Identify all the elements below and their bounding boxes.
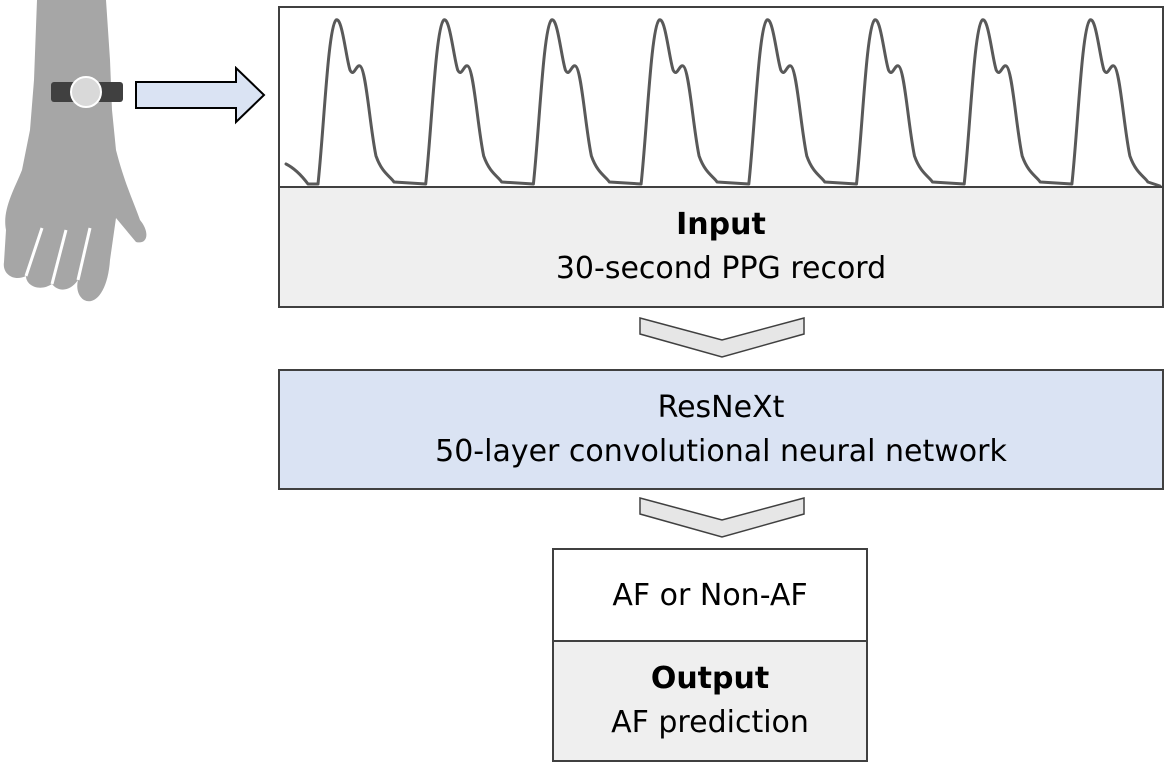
model-description: 50-layer convolutional neural network bbox=[435, 433, 1007, 469]
output-box: Output AF prediction bbox=[552, 640, 868, 762]
arrow-right-icon bbox=[135, 66, 266, 125]
ppg-waveform bbox=[284, 18, 1162, 188]
input-heading: Input bbox=[676, 207, 766, 242]
result-box: AF or Non-AF bbox=[552, 548, 868, 642]
input-description: 30-second PPG record bbox=[555, 251, 887, 286]
ppg-waveform-panel bbox=[278, 6, 1164, 188]
watch-face bbox=[70, 76, 102, 108]
chevron-down-icon bbox=[639, 317, 805, 358]
hand-with-wristwatch-icon bbox=[3, 0, 147, 302]
output-heading: Output bbox=[650, 661, 770, 696]
hand-silhouette bbox=[3, 0, 147, 302]
output-description: AF prediction bbox=[611, 705, 809, 740]
model-name: ResNeXt bbox=[657, 389, 785, 425]
model-box: ResNeXt 50-layer convolutional neural ne… bbox=[278, 369, 1164, 490]
result-label: AF or Non-AF bbox=[612, 578, 808, 613]
chevron-down-icon bbox=[639, 497, 805, 538]
input-box: Input 30-second PPG record bbox=[278, 186, 1164, 308]
